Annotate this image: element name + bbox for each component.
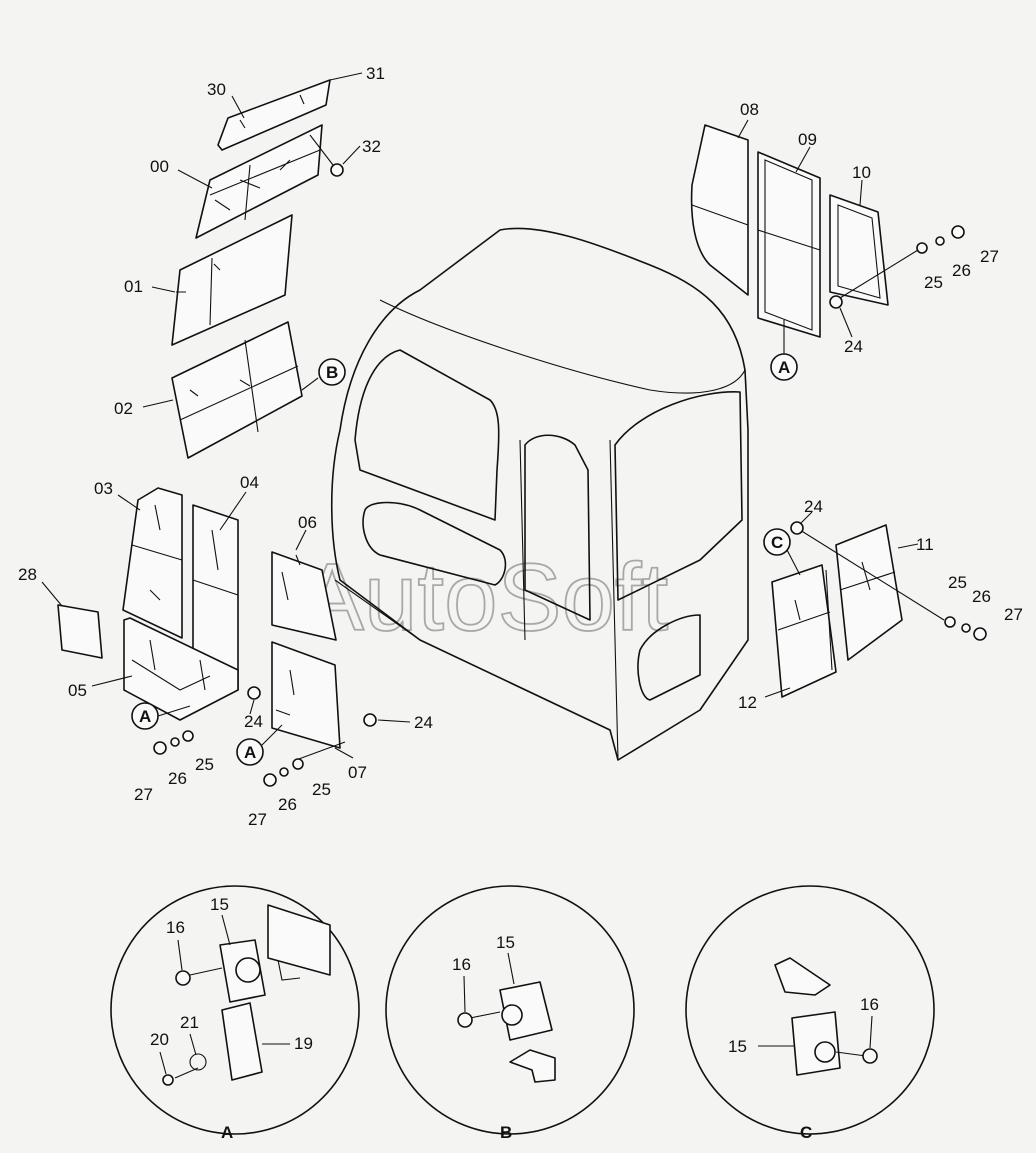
label-27-mid: 27 (248, 810, 267, 829)
callout-a-left: A (131, 702, 191, 730)
panel-30-31 (217, 79, 331, 151)
label-25-mid: 25 (312, 780, 331, 799)
label-11: 11 (916, 535, 934, 554)
label-24-mid: 24 (414, 713, 433, 732)
callout-b: B (301, 358, 346, 391)
part-labels: 30 31 32 00 01 02 03 04 05 06 07 28 08 0… (18, 64, 1023, 829)
label-25-left: 25 (195, 755, 214, 774)
window-08 (690, 124, 749, 296)
callout-a-top: A (770, 320, 798, 381)
label-26-right: 26 (972, 587, 991, 606)
label-24-left: 24 (244, 712, 263, 731)
svg-text:A: A (244, 743, 256, 762)
panel-02 (171, 321, 303, 459)
detail-a-label: A (221, 1123, 233, 1142)
label-27-right: 27 (1004, 605, 1023, 624)
panel-12 (771, 564, 837, 698)
label-32: 32 (362, 137, 381, 156)
panel-05 (123, 617, 239, 721)
detail-c: 15 16 C (685, 885, 935, 1142)
label-07: 07 (348, 763, 367, 782)
label-25-top: 25 (924, 273, 943, 292)
label-19: 19 (294, 1034, 313, 1053)
label-02: 02 (114, 399, 133, 418)
label-16-b: 16 (452, 955, 471, 974)
leader-lines (41, 72, 919, 759)
label-24-top: 24 (844, 337, 863, 356)
label-00: 00 (150, 157, 169, 176)
label-16-c: 16 (860, 995, 879, 1014)
svg-text:A: A (139, 707, 151, 726)
callout-a-mid: A (236, 724, 283, 766)
label-06: 06 (298, 513, 317, 532)
label-04: 04 (240, 473, 259, 492)
window-10 (829, 194, 889, 306)
label-26-mid: 26 (278, 795, 297, 814)
label-20: 20 (150, 1030, 169, 1049)
label-08: 08 (740, 100, 759, 119)
hardware-24-25-26-27-top (829, 225, 965, 309)
label-28: 28 (18, 565, 37, 584)
label-27-top: 27 (980, 247, 999, 266)
window-09 (757, 151, 821, 338)
label-26-left: 26 (168, 769, 187, 788)
callout-c: C (763, 528, 801, 576)
label-31: 31 (366, 64, 385, 83)
detail-b: 15 16 B (385, 885, 635, 1142)
label-15-a: 15 (210, 895, 229, 914)
label-05: 05 (68, 681, 87, 700)
bolt-32 (309, 134, 344, 177)
label-12: 12 (738, 693, 757, 712)
label-26-top: 26 (952, 261, 971, 280)
svg-text:A: A (778, 358, 790, 377)
panel-06 (271, 551, 337, 641)
detail-c-label: C (800, 1123, 812, 1142)
label-09: 09 (798, 130, 817, 149)
label-10: 10 (852, 163, 871, 182)
label-21: 21 (180, 1013, 199, 1032)
detail-a: 15 16 19 20 21 A (110, 885, 360, 1142)
label-25-right: 25 (948, 573, 967, 592)
plate-28 (57, 604, 103, 659)
panel-03 (122, 487, 183, 639)
label-01: 01 (124, 277, 143, 296)
label-24-right: 24 (804, 497, 823, 516)
svg-text:C: C (771, 533, 783, 552)
hardware-left (153, 686, 377, 787)
panel-07 (271, 641, 341, 749)
hardware-24-25-26-27-right (790, 521, 987, 641)
panel-11 (835, 524, 903, 661)
svg-text:B: B (326, 363, 338, 382)
cab-body (330, 227, 749, 761)
detail-b-label: B (500, 1123, 512, 1142)
label-15-c: 15 (728, 1037, 747, 1056)
label-15-b: 15 (496, 933, 515, 952)
panel-01 (171, 214, 293, 346)
label-03: 03 (94, 479, 113, 498)
label-30: 30 (207, 80, 226, 99)
panel-00 (195, 124, 323, 239)
watermark: AutoSoft (300, 544, 668, 651)
label-16-a: 16 (166, 918, 185, 937)
label-27-left: 27 (134, 785, 153, 804)
